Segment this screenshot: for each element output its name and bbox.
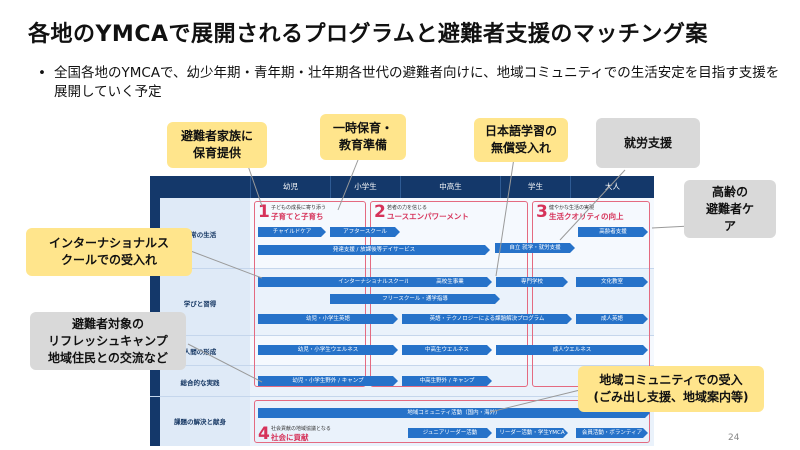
callout-elderly-care: 高齢の 避難者ケ ア	[684, 180, 776, 238]
row-label: 日常の生活	[183, 231, 217, 239]
program-bar: 専門学校	[496, 277, 568, 287]
row-divider	[150, 396, 654, 397]
program-bar: 中高生ウエルネス	[402, 345, 492, 355]
program-bar: インターナショナルスクール	[258, 277, 490, 287]
program-bar: 英語・テクノロジーによる課題解決プログラム	[402, 314, 572, 324]
bullet-symbol: •	[38, 65, 46, 81]
program-bar: ジュニアリーダー活動	[408, 428, 492, 438]
row-divider	[150, 335, 654, 336]
program-bar: アフタースクール	[330, 227, 400, 237]
column-header: 幼児	[250, 176, 330, 198]
row-divider	[150, 365, 654, 366]
phase-caption: 健やかな生活の実現	[549, 205, 595, 211]
column-header: 小学生	[330, 176, 400, 198]
row-label: 課題の解決と献身	[174, 418, 226, 426]
grid-left-strip	[150, 176, 160, 446]
row-label: 学びと習得	[183, 300, 217, 308]
program-bar: 会員活動・ボランティア	[576, 428, 648, 438]
phase-number: 1	[258, 202, 270, 222]
callout-refresh-camp: 避難者対象の リフレッシュキャンプ 地域住民との交流など	[30, 312, 186, 370]
page-title: 各地のYMCAで展開されるプログラムと避難者支援のマッチング案	[28, 22, 708, 47]
callout-employment-support: 就労支援	[596, 118, 700, 168]
program-bar: 高校生事業	[408, 277, 492, 287]
column-header: 中高生	[400, 176, 500, 198]
phase-number: 4	[258, 424, 270, 444]
program-bar: 幼児・小学生野外 / キャンプ	[258, 376, 398, 386]
callout-community-acceptance: 地域コミュニティでの受入 (ごみ出し支援、地域案内等)	[578, 366, 764, 412]
program-bar: 幼児・小学生英語	[258, 314, 398, 324]
program-bar: 成人ウエルネス	[496, 345, 648, 355]
phase-number: 3	[536, 202, 548, 222]
callout-temporary-childcare: 一時保育・ 教育準備	[320, 114, 406, 160]
phase-box-4	[254, 400, 650, 443]
program-bar: 発達支援 / 放課後等デイサービス	[258, 245, 490, 255]
phase-heading: ユースエンパワーメント	[387, 212, 469, 221]
bullet-point: • 全国各地のYMCAで、幼少年期・青年期・壮年期各世代の避難者向けに、地域コミ…	[38, 64, 780, 102]
phase-caption: 若者の力を信じる	[387, 205, 428, 211]
phase-caption: 子どもの成長に寄り添う	[271, 205, 327, 211]
program-bar: 文化教室	[576, 277, 648, 287]
phase-heading: 社会に貢献	[271, 433, 309, 442]
phase-heading: 生活クオリティの向上	[549, 212, 624, 221]
callout-childcare: 避難者家族に 保育提供	[167, 122, 267, 168]
program-bar: 自立 就学・就労支援	[495, 243, 575, 253]
program-bar: 高齢者支援	[578, 227, 648, 237]
program-bar: チャイルドケア	[258, 227, 326, 237]
program-bar: 成人英語	[576, 314, 648, 324]
row-divider	[150, 268, 654, 269]
column-header: 学生	[500, 176, 570, 198]
phase-number: 2	[374, 202, 386, 222]
program-bar: フリースクール・通学指導	[330, 294, 500, 304]
phase-caption: 社会貢献の地域協議となる	[271, 426, 331, 432]
grid-header	[150, 176, 654, 198]
row-label: 総合的な実践	[180, 379, 220, 387]
program-bar: 中高生野外 / キャンプ	[402, 376, 492, 386]
phase-heading: 子育てと子育ち	[271, 212, 324, 221]
page-number: 24	[728, 433, 740, 443]
program-bar: 地域コミュニティ活動（国内・海外）	[258, 408, 650, 418]
column-header: 大人	[570, 176, 654, 198]
program-bar: リーダー活動・学生YMCA	[496, 428, 568, 438]
program-bar: 幼児・小学生ウエルネス	[258, 345, 398, 355]
callout-international-school: インターナショナルス クールでの受入れ	[26, 228, 192, 276]
callout-japanese-learning: 日本語学習の 無償受入れ	[474, 118, 568, 162]
bullet-text: 全国各地のYMCAで、幼少年期・青年期・壮年期各世代の避難者向けに、地域コミュニ…	[54, 65, 780, 100]
